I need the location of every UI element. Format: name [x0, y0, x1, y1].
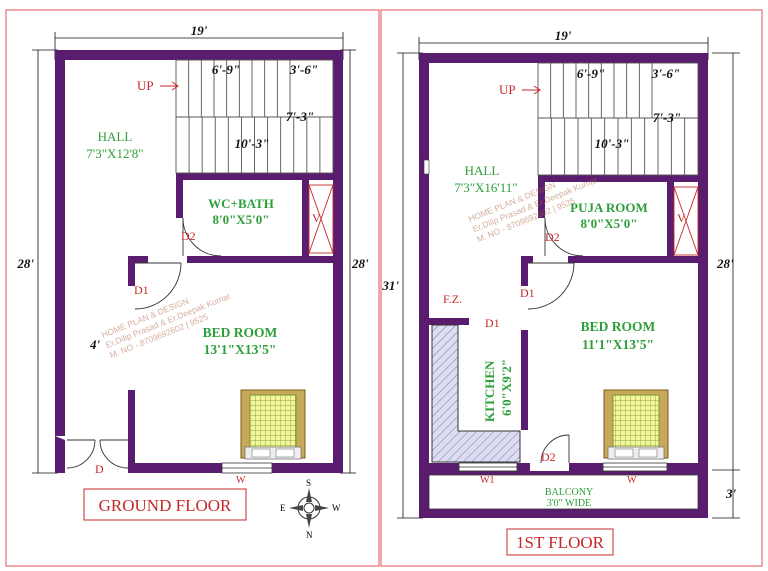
ground-door-swings: [66, 217, 222, 469]
compass-s: S: [306, 478, 311, 488]
first-stair-steps-lower: [550, 118, 686, 175]
ground-hall-size: 7'3"X12'8": [86, 146, 143, 161]
first-puja-size: 8'0"X5'0": [580, 216, 637, 231]
first-bed-size: 11'1"X13'5": [582, 337, 654, 352]
ground-ventilation-window: [308, 184, 334, 254]
first-side-window: [423, 159, 430, 175]
first-fz-label: F.Z.: [443, 292, 462, 306]
first-kitchen-counter: [431, 324, 521, 463]
first-stair-dim-2: 3'-6": [651, 66, 680, 81]
first-sheet-border: [380, 9, 763, 567]
compass-rose: S N E W: [280, 478, 341, 540]
ground-hall-label: HALL: [98, 129, 133, 144]
ground-up-label: UP: [137, 78, 154, 93]
ground-wc-label: WC+BATH: [208, 196, 274, 211]
first-hall-label: HALL: [465, 163, 500, 178]
ground-window-label: W: [236, 475, 246, 486]
first-title-box: [506, 528, 614, 556]
compass-w: W: [332, 503, 341, 513]
first-ventilation-window: [673, 186, 699, 256]
first-stair-dim-4: 10'-3": [595, 136, 630, 151]
ground-stair-dim-1: 6'-9": [212, 62, 240, 77]
ground-sheet-border: [5, 9, 380, 567]
ground-d1-label: D1: [134, 283, 149, 297]
first-puja-label: PUJA ROOM: [570, 200, 648, 215]
first-d1-bedroom-label: D1: [520, 286, 535, 300]
ground-stair-steps-lower: [188, 117, 321, 173]
first-depth-dim-left: 31': [381, 278, 399, 293]
first-v-label: V: [677, 211, 686, 225]
first-balcony-dim: 3': [725, 486, 737, 501]
ground-stair-steps-upper: [188, 60, 278, 117]
ground-v-label: V: [312, 211, 321, 225]
first-balcony-label: BALCONY: [545, 487, 593, 498]
first-width-dim: 19': [555, 28, 572, 43]
first-kitchen-label: KITCHEN: [482, 360, 497, 422]
compass-e: E: [280, 503, 286, 513]
first-w1-label: W1: [480, 475, 494, 486]
first-balcony-size: 3'0" WIDE: [547, 498, 591, 509]
first-stair-dim-1: 6'-9": [577, 66, 605, 81]
ground-side-dim: 4': [89, 337, 101, 352]
first-hall-size: 7'3"X16'11": [454, 180, 517, 195]
ground-bed-size: 13'1"X13'5": [204, 342, 277, 357]
ground-stair-dim-2: 3'-6": [289, 62, 318, 77]
first-kitchen-size: 6'0"X9'2": [499, 359, 514, 416]
ground-entrance-bump: [55, 436, 65, 473]
first-d1-kitchen-label: D1: [485, 316, 500, 330]
ground-up-arrow: [160, 81, 179, 91]
first-up-arrow: [522, 85, 541, 95]
ground-stair-dim-3: 7'-3": [286, 109, 314, 124]
first-stair-steps-upper: [550, 63, 640, 118]
ground-depth-dim-right: 28': [351, 256, 369, 271]
first-up-label: UP: [499, 82, 516, 97]
first-stair-dim-3: 7'-3": [653, 110, 681, 125]
first-title: 1ST FLOOR: [516, 533, 605, 552]
first-bed: [603, 389, 669, 460]
ground-depth-dim-left: 28': [16, 256, 34, 271]
compass-n: N: [306, 530, 313, 540]
first-bed-label: BED ROOM: [581, 319, 656, 334]
first-balcony-area: [428, 474, 699, 510]
ground-main-door-label: D: [95, 462, 104, 476]
ground-title-box: [83, 488, 247, 521]
ground-bed-label: BED ROOM: [203, 325, 278, 340]
ground-stair-dim-4: 10'-3": [235, 136, 270, 151]
first-floor-plan: 19' 31' 28' 3' 6'-9" 3'-6" 7'-3" 10'-3" …: [381, 28, 740, 556]
first-d2-label: D2: [545, 230, 560, 244]
first-depth-dim-right: 28': [716, 256, 734, 271]
first-dimension-lines: [397, 37, 740, 519]
ground-title: GROUND FLOOR: [99, 496, 232, 515]
ground-d2-label: D2: [181, 229, 196, 243]
ground-wc-size: 8'0"X5'0": [212, 212, 269, 227]
first-door-swings: [527, 217, 584, 464]
first-w-label: W: [627, 475, 637, 486]
first-d2-balcony-label: D2: [541, 450, 556, 464]
ground-width-dim: 19': [191, 23, 208, 38]
ground-floor-plan: 19' 28' 28' 6'-9" 3'-6" 7'-3" 10'-3" UP …: [16, 23, 369, 540]
ground-bed: [240, 389, 306, 460]
